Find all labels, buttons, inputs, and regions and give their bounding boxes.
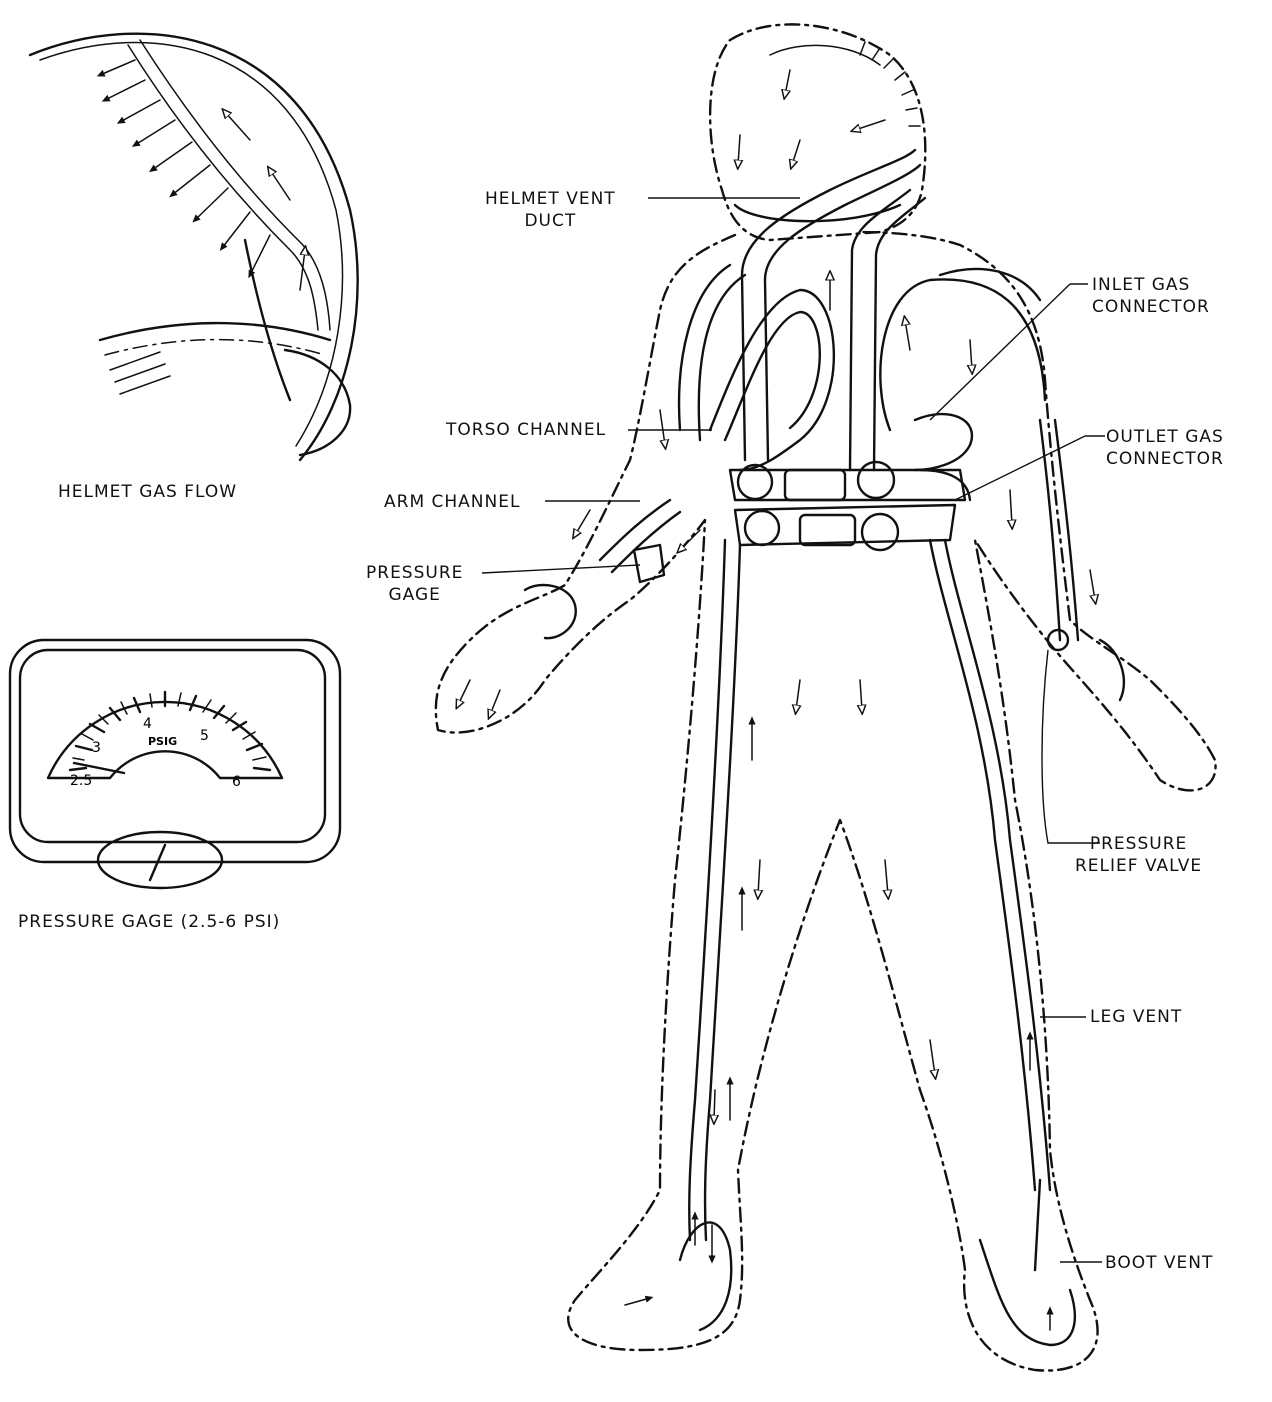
helmet-gas-flow-title: HELMET GAS FLOW xyxy=(58,481,237,503)
label-outlet-gas-connector: OUTLET GAS CONNECTOR xyxy=(1106,426,1224,470)
label-leg-vent: LEG VENT xyxy=(1090,1006,1182,1028)
suit-flow-arrows xyxy=(458,70,1095,1330)
label-pressure-gage: PRESSURE GAGE xyxy=(366,562,463,606)
torso-channel xyxy=(710,290,834,470)
gage-label-5: 5 xyxy=(200,728,209,744)
gage-tick-marks xyxy=(70,692,270,770)
gage-unit-label: PSIG xyxy=(148,735,177,748)
label-torso-channel: TORSO CHANNEL xyxy=(446,419,606,441)
label-pressure-relief-valve: PRESSURE RELIEF VALVE xyxy=(1075,833,1202,877)
pressure-relief-valve xyxy=(1048,630,1068,650)
outlet-gas-connector xyxy=(862,514,898,550)
wrist-pressure-gage xyxy=(634,545,664,582)
gage-label-6: 6 xyxy=(232,774,241,790)
label-inlet-gas-connector: INLET GAS CONNECTOR xyxy=(1092,274,1210,318)
label-arm-channel: ARM CHANNEL xyxy=(384,491,520,513)
inlet-gas-connector xyxy=(858,462,894,498)
leader-lines xyxy=(482,198,1105,1262)
label-boot-vent: BOOT VENT xyxy=(1105,1252,1213,1274)
label-helmet-vent-duct: HELMET VENT DUCT xyxy=(485,188,616,232)
pressure-gage-title: PRESSURE GAGE (2.5-6 PSI) xyxy=(18,911,280,933)
pressure-gage-inset: 2.5 3 4 5 6 PSIG xyxy=(10,640,340,888)
helmet-inset xyxy=(30,34,358,460)
gage-label-4: 4 xyxy=(143,716,152,732)
helmet-flow-arrows xyxy=(100,60,305,290)
gage-label-2-5: 2.5 xyxy=(70,773,92,789)
gage-label-3: 3 xyxy=(92,740,101,756)
